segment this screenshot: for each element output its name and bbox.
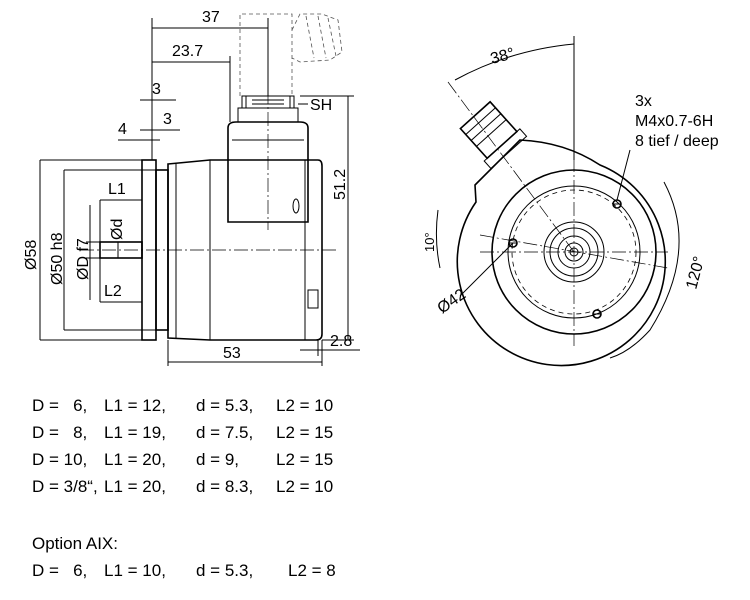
spec-D: D = 10, [32, 450, 88, 469]
spec-D: D = 3/8“, [32, 477, 98, 496]
dim-23-7: 23.7 [172, 43, 203, 60]
spec-row: D = 8, L1 = 19, d = 7.5, L2 = 15 [32, 419, 356, 446]
dim-l2: L2 [104, 283, 122, 300]
spec-L2: L2 = 15 [276, 450, 334, 469]
dim-l1: L1 [108, 181, 126, 198]
dim-od50: Ø50 h8 [49, 232, 66, 285]
dim-51-2: 51.2 [332, 169, 349, 200]
option-d: d = 5.3, [196, 561, 254, 580]
front-view: 38° 10° 120° Ø42 3x M4x0.7-6H 8 tief / d… [422, 36, 719, 367]
side-view: 37 23.7 3 3 4 L1 Ød L2 Ø58 Ø50 h8 ØD f7 [23, 9, 360, 366]
spec-D: D = 8, [32, 423, 88, 442]
dim-odD: ØD f7 [75, 238, 92, 280]
option-L2: L2 = 8 [288, 561, 336, 580]
option-title: Option AIX: [32, 534, 118, 553]
angle-38: 38° [489, 45, 517, 68]
spec-L2: L2 = 10 [276, 477, 334, 496]
thread-size: M4x0.7-6H [635, 113, 713, 130]
dim-3-top: 3 [152, 81, 161, 98]
spec-L1: L1 = 19, [104, 423, 166, 442]
spec-row: D = 10, L1 = 20, d = 9, L2 = 15 [32, 446, 356, 473]
front-outline [456, 139, 667, 367]
spec-L2: L2 = 10 [276, 396, 334, 415]
option-row: D = 6, L1 = 10, d = 5.3, L2 = 8 [32, 557, 368, 584]
option-D: D = 6, [32, 561, 88, 580]
mounting-hole [592, 309, 602, 319]
dim-53: 53 [223, 345, 241, 362]
spec-d: d = 5.3, [196, 396, 254, 415]
dim-od: Ød [109, 219, 126, 240]
encoder-body [167, 159, 323, 341]
spec-d: d = 8.3, [196, 477, 254, 496]
spec-L2: L2 = 15 [276, 423, 334, 442]
spec-table: D = 6, L1 = 12, d = 5.3, L2 = 10 D = 8, … [32, 392, 356, 500]
dim-3-lower: 3 [163, 111, 172, 128]
thread-qty: 3x [635, 93, 652, 110]
angle-120: 120° [683, 255, 708, 291]
front-connector [459, 100, 528, 170]
label-sh: SH [310, 97, 332, 114]
dim-2-8: 2.8 [330, 333, 352, 350]
spec-D: D = 6, [32, 396, 88, 415]
spec-L1: L1 = 12, [104, 396, 166, 415]
spec-L1: L1 = 20, [104, 477, 166, 496]
mounting-hole [612, 199, 622, 209]
dia-42: Ø42 [435, 286, 470, 317]
option-L1: L1 = 10, [104, 561, 166, 580]
angle-10: 10° [422, 232, 437, 252]
connector-housing [227, 121, 309, 223]
dim-4: 4 [118, 121, 127, 138]
spec-row: D = 6, L1 = 12, d = 5.3, L2 = 10 [32, 392, 356, 419]
spec-d: d = 9, [196, 450, 240, 469]
spec-L1: L1 = 20, [104, 450, 166, 469]
thread-depth: 8 tief / deep [635, 133, 719, 150]
technical-drawing: 37 23.7 3 3 4 L1 Ød L2 Ø58 Ø50 h8 ØD f7 [23, 9, 719, 367]
spec-row: D = 3/8“, L1 = 20, d = 8.3, L2 = 10 [32, 473, 356, 500]
dim-od58: Ø58 [23, 240, 40, 270]
dim-37: 37 [202, 9, 220, 26]
spec-d: d = 7.5, [196, 423, 254, 442]
